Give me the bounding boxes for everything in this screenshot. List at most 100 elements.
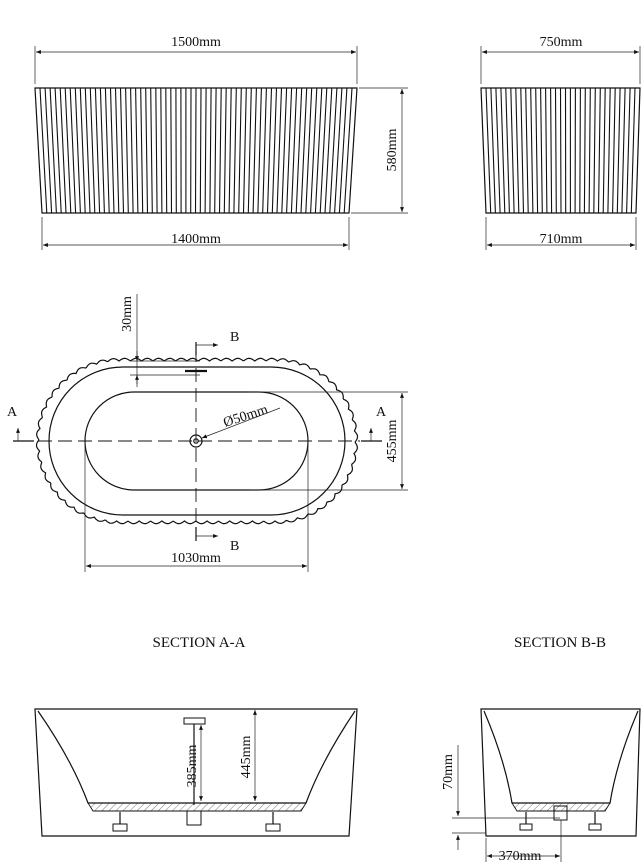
rib-line [252,87,257,214]
drain-leader [201,407,281,439]
rib-line [204,87,207,214]
rib-line [593,87,596,214]
section-a-label-left: A [7,405,18,420]
rib-line [266,87,273,214]
front-view: 1500mm 580mm 1400mm [34,35,408,250]
rib-line [59,87,67,214]
section-b-foot-left [519,823,533,831]
section-b-floor [511,802,611,812]
rib-line [630,87,636,214]
rib-line [554,87,557,214]
rib-line [199,87,202,214]
plan-view: A A B B 30mm Ø50mm 455mm 1030mm [7,294,408,572]
rib-line [109,87,115,214]
rib-line [588,87,591,214]
rib-line [94,87,101,214]
section-a-label-right: A [376,405,387,420]
rib-line [300,87,308,214]
section-b-view: 70mm 370mm [441,708,641,864]
rib-line [44,87,53,214]
rib-line [500,87,506,214]
section-b-inner [483,710,639,804]
rib-line [74,87,81,214]
rib-line [209,87,212,214]
section-a-view: 385mm 445mm [34,708,358,837]
section-a-title: SECTION A-A [153,635,246,651]
rib-line [295,87,303,214]
rib-line [218,87,222,214]
section-b-outer [480,708,641,837]
rib-line [626,87,631,214]
rib-line [247,87,252,214]
rib-line [160,87,163,214]
rib-line [64,87,72,214]
rib-line [485,87,492,214]
rib-line [540,87,543,214]
section-a-overflow-icon [183,717,206,725]
rib-line [84,87,91,214]
rib-line [319,87,328,214]
rib-line [314,87,323,214]
section-b-label-bottom: B [230,539,239,554]
section-a-foot-left [112,823,128,832]
rib-line [520,87,525,214]
rib-line [559,87,562,214]
rib-line [324,87,333,214]
front-bottom-width-label: 1400mm [171,232,221,247]
rib-line [214,87,217,214]
rib-line [271,87,278,214]
rib-line [579,87,581,214]
rib-line [223,87,227,214]
side-top-width-label: 750mm [540,35,583,50]
rib-line [79,87,86,214]
rib-line [607,87,611,214]
rib-line [69,87,77,214]
rib-line [262,87,267,214]
rib-line [602,87,606,214]
rib-line [99,87,105,214]
rib-line [530,87,534,214]
rib-line [233,87,237,214]
section-a-drain-icon [186,810,202,826]
rib-line [155,87,158,214]
section-b-drain-icon [553,805,568,821]
rib-line [135,87,139,214]
rib-line [621,87,626,214]
section-b-label-top: B [230,330,239,345]
plan-scalloped-rim [35,357,359,525]
rib-line [338,87,348,214]
rib-line [525,87,529,214]
rib-line [329,87,338,214]
depth-label: 445mm [239,736,254,779]
rim-width-label: 30mm [120,296,135,332]
rib-line [290,87,298,214]
front-height-label: 580mm [385,129,400,172]
rib-line [194,87,197,214]
rib-line [616,87,621,214]
rib-line [286,87,293,214]
rib-line [535,87,539,214]
drain-icon [189,434,203,448]
side-tub-outline [480,87,641,214]
rib-line [238,87,242,214]
drain-offset-label: 70mm [441,754,456,790]
rib-line [510,87,515,214]
rib-line [145,87,149,214]
rib-line [54,87,62,214]
rib-line [165,87,168,214]
rib-line [305,87,313,214]
rib-line [170,87,173,214]
front-ribs [39,87,353,214]
rib-line [242,87,247,214]
rib-line [545,87,548,214]
rib-line [334,87,343,214]
rib-line [490,87,496,214]
rib-line [150,87,153,214]
rib-line [125,87,129,214]
side-ribs [485,87,636,214]
rib-line [597,87,601,214]
section-a-foot-right [265,823,281,832]
rib-line [550,87,553,214]
rib-line [310,87,318,214]
